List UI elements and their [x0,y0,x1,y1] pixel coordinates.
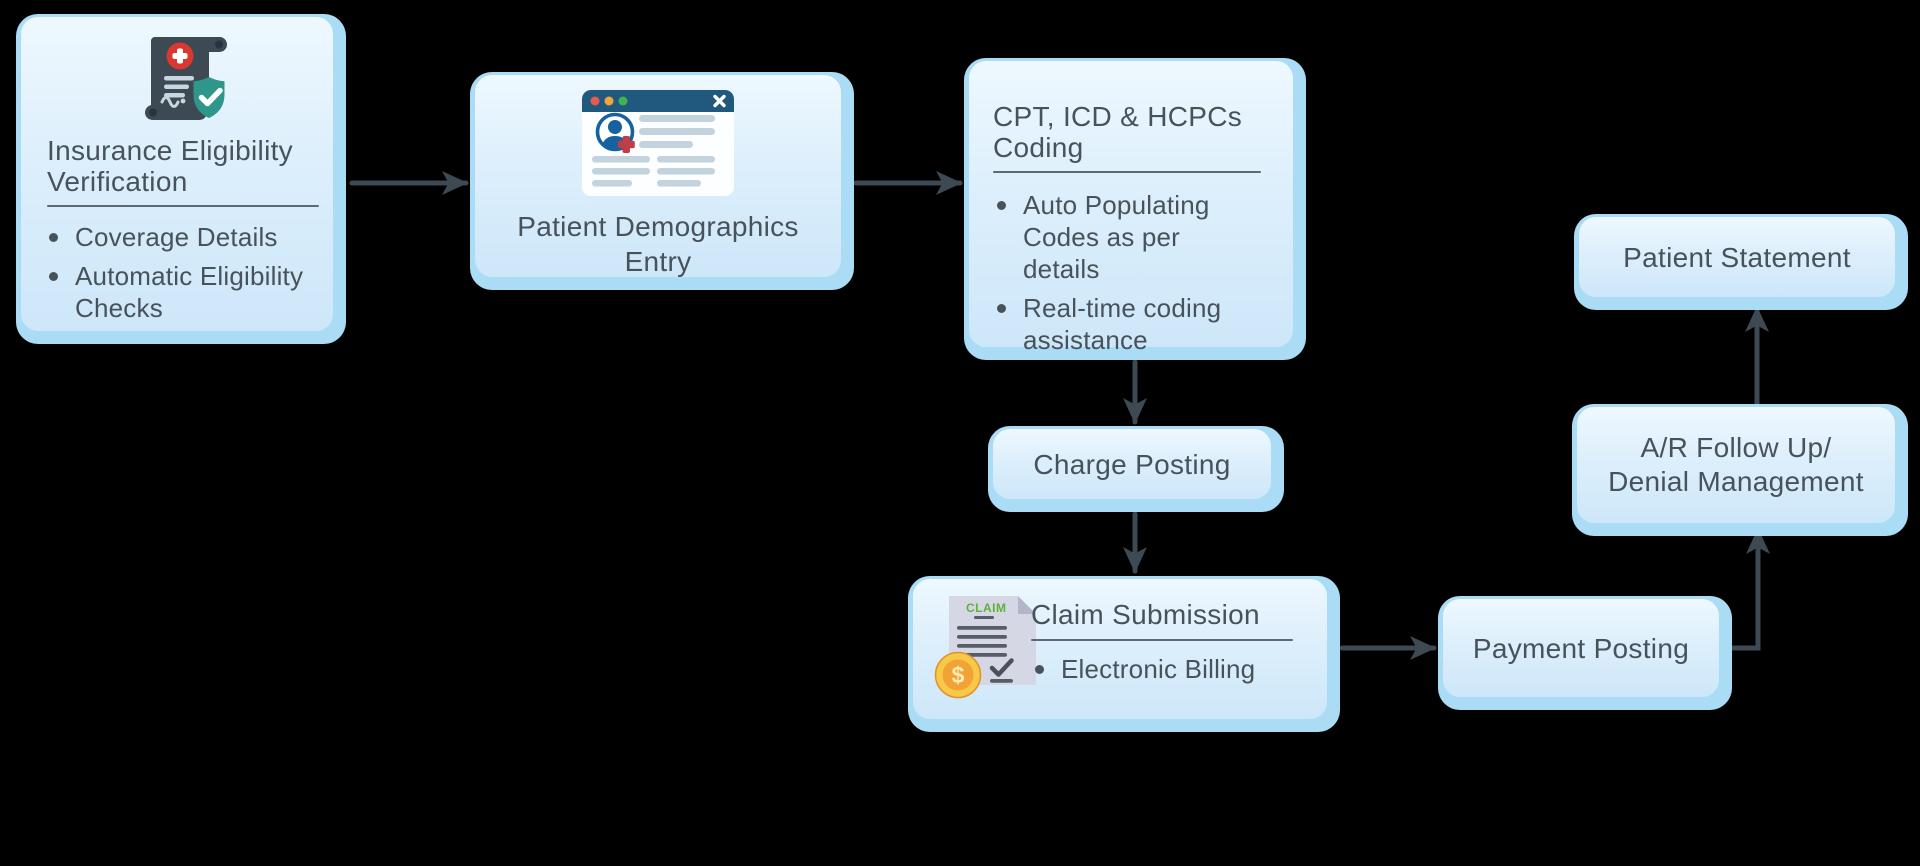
node-claim-submission: CLAIM $ Claim Submission Electro [908,576,1340,732]
node-surface: Patient Statement [1579,217,1895,297]
node-title: Insurance Eligibility Verification [47,135,333,197]
coin-dollar-symbol: $ [952,662,965,688]
node-surface: A/R Follow Up/ Denial Management [1577,407,1895,523]
bullet-item: Auto Populating Codes as per details [993,189,1245,285]
node-surface: Payment Posting [1443,599,1719,697]
title-line: Coding [993,132,1084,163]
node-payment-posting: Payment Posting [1438,596,1732,710]
node-label: Payment Posting [1472,632,1690,664]
node-cpt-icd-hcpcs-coding: CPT, ICD & HCPCs Coding Auto Populating … [964,58,1306,360]
node-title: Patient Demographics Entry [517,209,798,279]
bullet-item: Automatic Eligibility Checks [45,260,310,324]
node-charge-posting: Charge Posting [988,426,1284,512]
claim-icon-text: CLAIM [966,601,1007,615]
insurance-document-shield-icon [145,37,227,120]
node-surface: CLAIM $ Claim Submission Electro [913,579,1327,719]
node-label: Patient Statement [1623,241,1851,273]
bullet-list: Electronic Billing [1031,653,1293,685]
node-surface: Insurance Eligibility Verification Cover… [21,17,333,331]
bullet-list: Auto Populating Codes as per details Rea… [993,189,1245,356]
node-patient-demographics-entry: Patient Demographics Entry [470,72,854,290]
node-insurance-eligibility-verification: Insurance Eligibility Verification Cover… [16,14,346,344]
label-line: A/R Follow Up/ [1640,432,1832,463]
title-line: Insurance Eligibility [47,135,293,166]
title-line: Patient Demographics [517,211,799,242]
icon-wrap: CLAIM $ [933,593,1043,714]
arrow-payment-to-ar [1727,527,1770,651]
icon-wrap [582,90,734,201]
claim-document-coin-icon: CLAIM $ [934,596,1036,699]
node-label: A/R Follow Up/ Denial Management [1577,407,1895,523]
icon-wrap [45,33,333,125]
label-line: Denial Management [1608,466,1864,497]
node-title: CPT, ICD & HCPCs Coding [993,101,1293,163]
bullet-item: Real-time coding assistance [993,292,1245,356]
title-divider [993,171,1261,173]
node-surface: CPT, ICD & HCPCs Coding Auto Populating … [969,61,1293,355]
bullet-item: Electronic Billing [1031,653,1293,685]
node-patient-statement: Patient Statement [1574,214,1908,310]
title-divider [47,205,319,207]
node-label: Charge Posting [1033,448,1231,480]
title-line: Verification [47,166,188,197]
bullet-item: Coverage Details [45,221,310,253]
node-text-block: Claim Submission Electronic Billing [1031,599,1293,692]
title-line: Entry [624,246,692,277]
bullet-list: Coverage Details Automatic Eligibility C… [45,221,310,324]
title-line: CPT, ICD & HCPCs [993,101,1243,132]
title-divider [1031,639,1293,641]
browser-patient-form-icon [582,90,734,196]
node-surface: Charge Posting [993,429,1271,499]
node-title: Claim Submission [1031,599,1260,630]
node-surface: Patient Demographics Entry [475,75,841,277]
node-ar-followup-denial-management: A/R Follow Up/ Denial Management [1572,404,1908,536]
